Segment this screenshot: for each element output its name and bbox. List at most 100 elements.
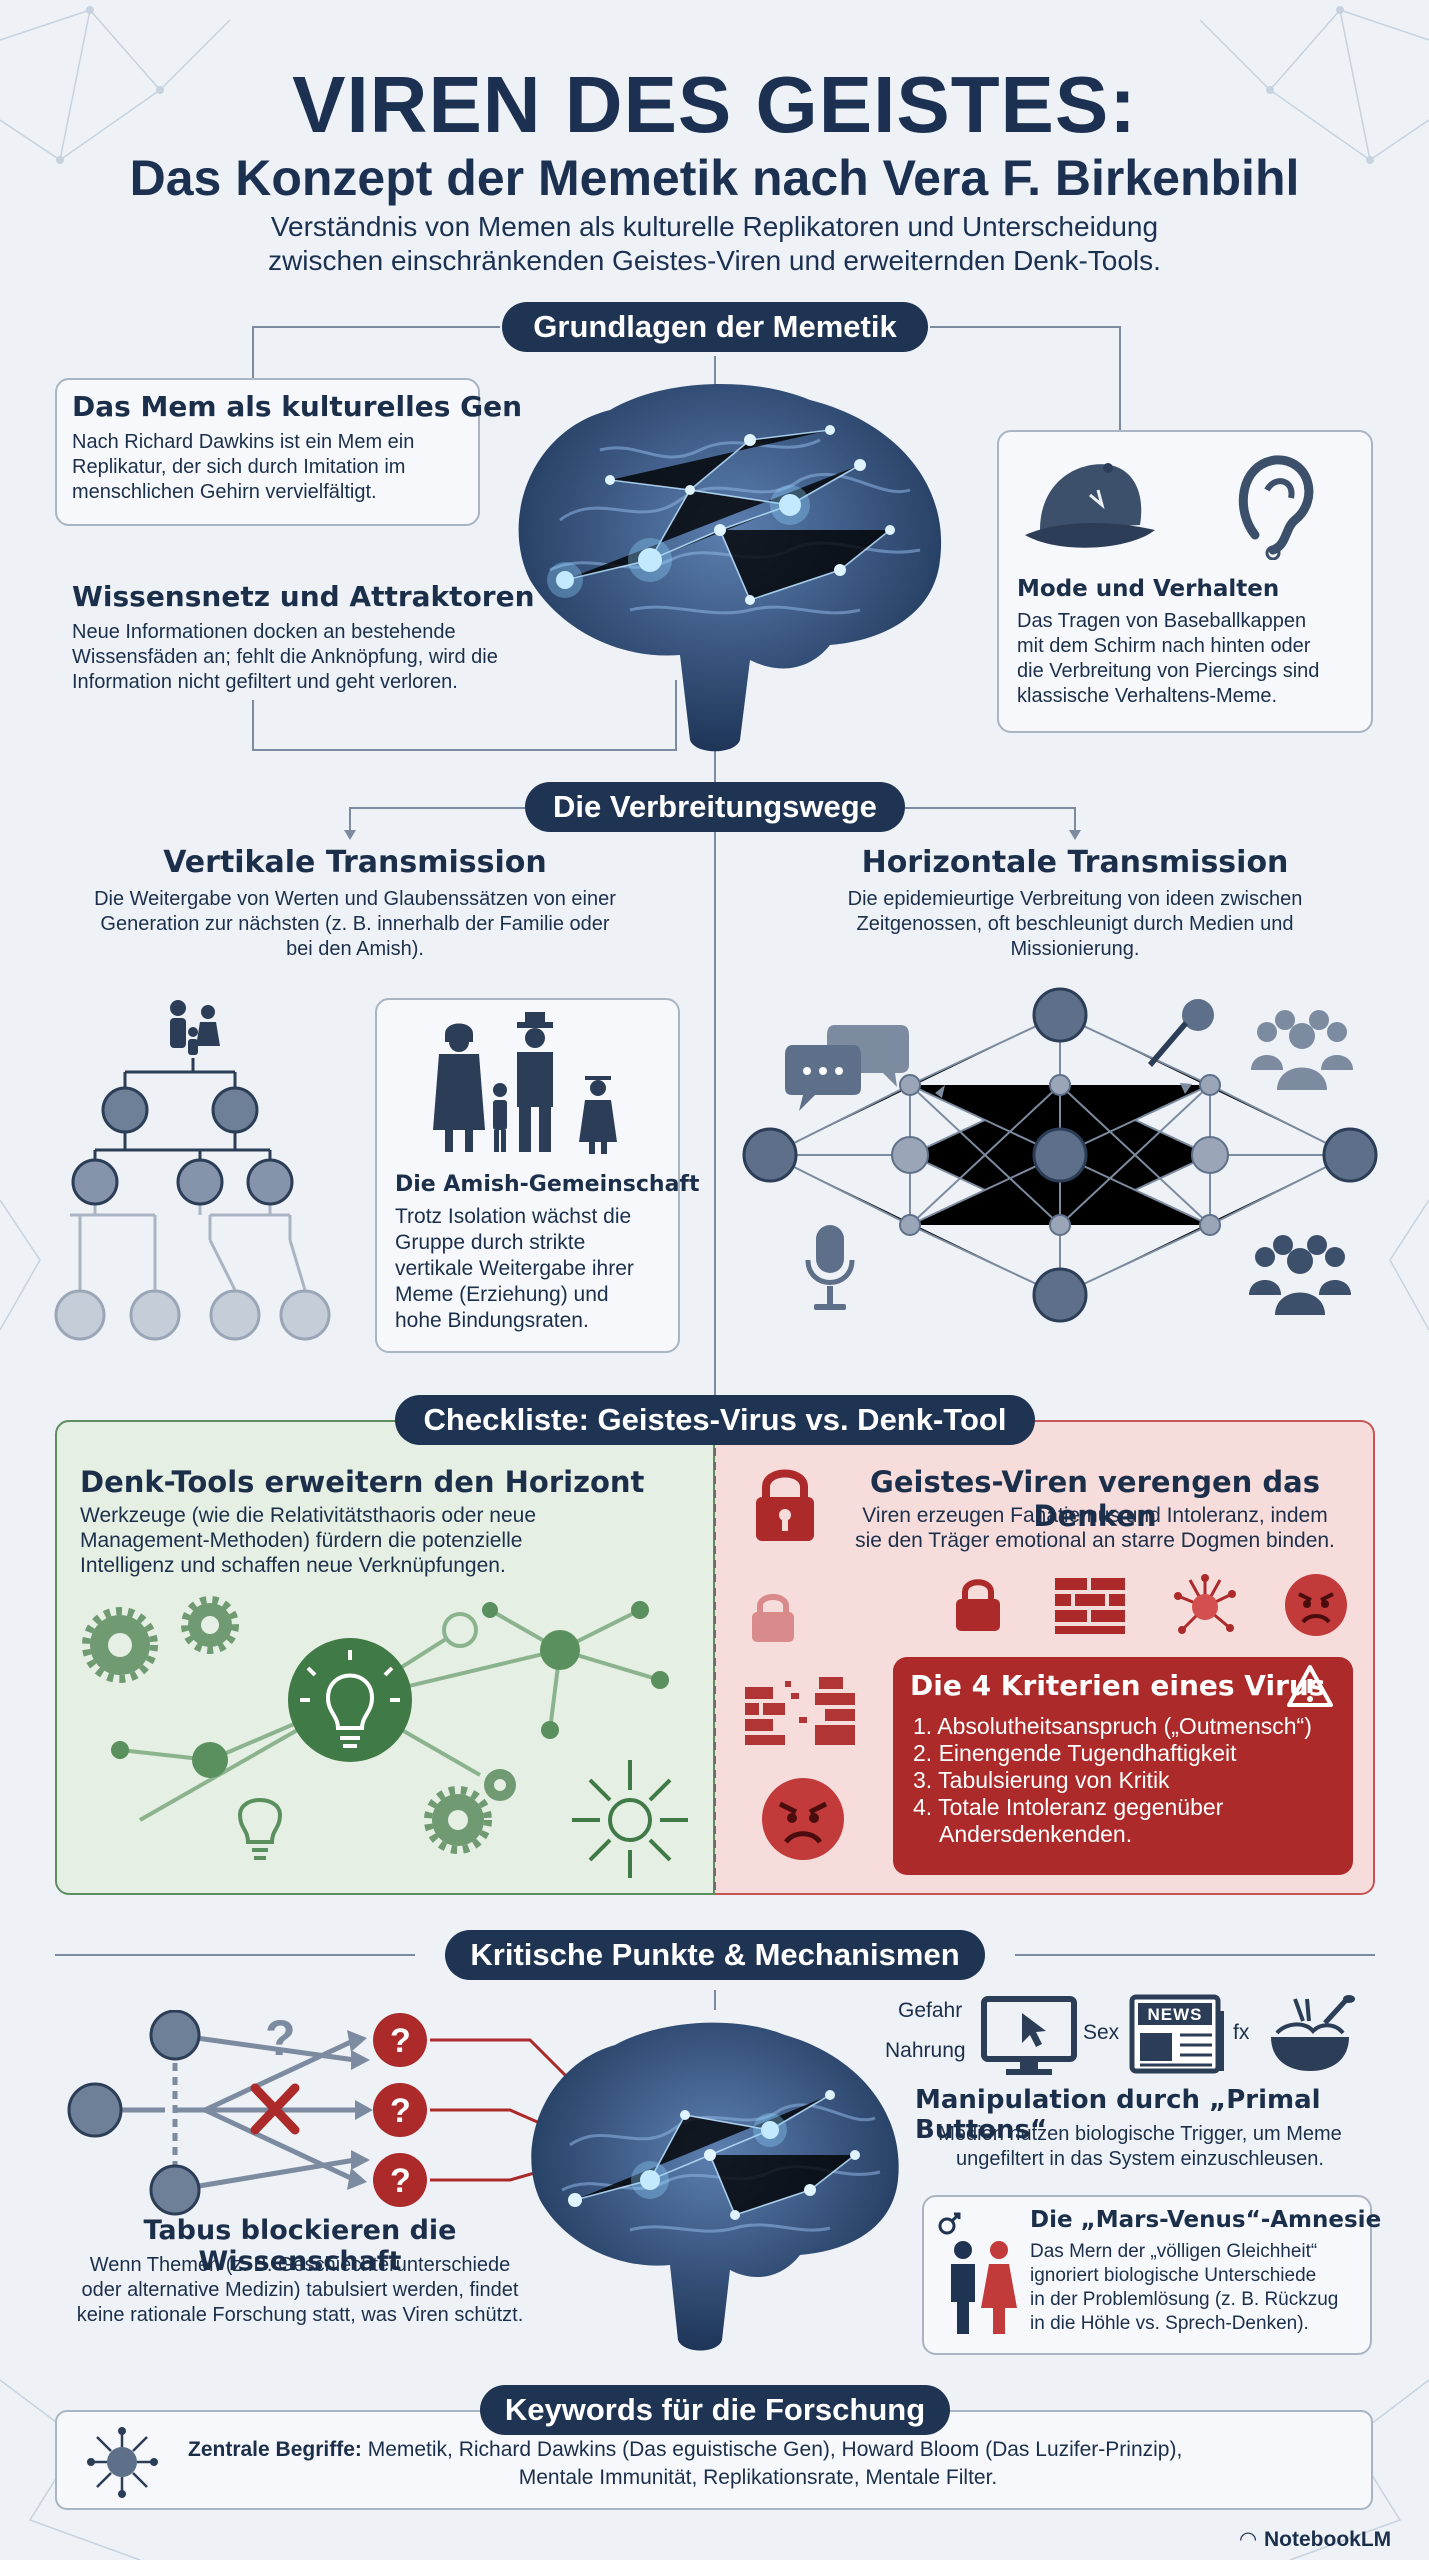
blocked-paths-diagram: ?: [67, 2010, 373, 2216]
tools-line: Intelligenz und schaffen neue Verknüpfun…: [80, 1554, 506, 1577]
network-globe-icon: [87, 2427, 158, 2498]
horizontal-line: Die epidemieurtige Verbreitung von ideen…: [847, 888, 1303, 910]
pierced-ear-icon: [1238, 455, 1314, 560]
food-bowl-icon: [1271, 1995, 1355, 2071]
audience-icon: [1249, 1235, 1351, 1315]
trigger-label-nahrung: Nahrung: [885, 2039, 966, 2062]
horizontal-network-diagram: [742, 987, 1378, 1323]
amish-line: vertikale Weitergabe ihrer: [395, 1257, 634, 1280]
criteria-item: 1. Absolutheitsanspruch („Outmensch“): [913, 1713, 1312, 1739]
mars-line: ignoriert biologische Unterschiede: [1030, 2265, 1317, 2286]
tabus-text: Wenn Themen (z. B. Geschiechterunterschi…: [30, 2253, 570, 2328]
tools-text: Werkzeuge (wie die Relativitätsthaoris o…: [80, 1503, 700, 1578]
broken-wall-icon: [745, 1677, 855, 1745]
criteria-item: 3. Tabulsierung von Kritik: [913, 1767, 1170, 1793]
vertical-line: Generation zur nächsten (z. B. innerhalb…: [100, 913, 610, 935]
keywords-prefix: Zentrale Begriffe:: [188, 2438, 362, 2461]
section-label-verbreitungswege: Die Verbreitungswege: [525, 782, 905, 832]
primal-line: Medien nutzen biologische Trigger, um Me…: [938, 2123, 1342, 2145]
trigger-label-sex: Sex: [1083, 2021, 1120, 2044]
mem-line: Replikatur, der sich durch Imitation im: [72, 456, 406, 478]
angry-face-large-icon: [762, 1778, 844, 1860]
section-label-kritische-punkte: Kritische Punkte & Mechanismen: [445, 1930, 985, 1980]
tabus-line: Wenn Themen (z. B. Geschiechterunterschi…: [89, 2254, 511, 2276]
mode-line: Das Tragen von Baseballkappen: [1017, 610, 1307, 632]
mode-line: mit dem Schirm nach hinten oder: [1017, 635, 1311, 657]
tabus-line: keine rationale Forschung statt, was Vir…: [76, 2304, 524, 2326]
vertical-title: Vertikale Transmission: [163, 845, 547, 880]
brick-wall-icon: [1055, 1578, 1125, 1634]
wissen-title: Wissensnetz und Attraktoren: [72, 580, 535, 613]
microphone-icon: [1148, 999, 1214, 1067]
monitor-cursor-icon: [981, 1996, 1077, 2075]
page-title: VIREN DES GEISTES:: [292, 60, 1137, 149]
mem-title: Das Mem als kulturelles Gen: [72, 390, 523, 423]
vertical-line: Die Weitergabe von Werten und Glaubenssä…: [94, 888, 616, 910]
viren-line: sie den Träger emotional an starre Dogme…: [855, 1529, 1335, 1552]
crowd-icon: [1251, 1010, 1353, 1090]
wissen-line: Wissensfäden an; fehlt die Anknöpfung, w…: [72, 646, 498, 668]
amish-line: Meme (Erziehung) und: [395, 1283, 609, 1306]
criteria-list: 1. Absolutheitsanspruch („Outmensch“) 2.…: [913, 1713, 1312, 1848]
keywords-text: Memetik, Richard Dawkins (Das eguistisch…: [361, 2438, 1183, 2461]
horizontal-title: Horizontale Transmission: [861, 845, 1289, 880]
warning-icon: [1287, 1665, 1333, 1707]
wissen-text: Neue Informationen docken an bestehende …: [72, 620, 572, 695]
mars-line: in der Problemlösung (z. B. Rückzug: [1030, 2289, 1339, 2310]
intro-line-2: zwischen einschränkenden Geistes-Viren u…: [268, 245, 1161, 276]
baseball-cap-icon: [1025, 463, 1155, 548]
amish-text: Trotz Isolation wächst die Gruppe durch …: [395, 1204, 675, 1334]
mars-line: Das Mern der „völligen Gleichheit“: [1030, 2241, 1318, 2262]
mem-text: Nach Richard Dawkins ist ein Mem ein Rep…: [72, 430, 472, 505]
amish-title: Die Amish-Gemeinschaft: [395, 1172, 700, 1197]
virus-icon: [1174, 1574, 1236, 1634]
criteria-box: Die 4 Kriterien eines Virus 1. Absoluthe…: [893, 1657, 1353, 1875]
mode-title: Mode und Verhalten: [1017, 576, 1280, 602]
wissen-line: Information nicht gefiltert und geht ver…: [72, 671, 458, 693]
tabus-title: Tabus blockieren die Wissenschaft: [143, 2215, 457, 2277]
notebooklm-brand: ◠ NotebookLM: [1240, 2527, 1391, 2552]
intro-line-1: Verständnis von Memen als kulturelle Rep…: [270, 211, 1159, 242]
viren-title: Geistes-Viren verengen das Denken: [870, 1465, 1320, 1533]
mars-venus-icon: [938, 2212, 1017, 2334]
question-markers: ???: [373, 2013, 620, 2207]
notebooklm-logo-icon: ◠: [1240, 2528, 1257, 2551]
mode-line: die Verbreitung von Piercings sind: [1017, 660, 1320, 682]
mem-line: menschlichen Gehirn vervielfältigt.: [72, 481, 377, 503]
trigger-label-fx: fx: [1233, 2021, 1250, 2044]
podcast-mic-icon: [805, 1225, 855, 1310]
small-padlock-icon: [752, 1594, 794, 1642]
svg-text:?: ?: [390, 2092, 411, 2130]
keywords-line-1: Zentrale Begriffe: Memetik, Richard Dawk…: [188, 2437, 1182, 2462]
viren-text: Viren erzeugen Fanatiemus und Intoleranz…: [830, 1503, 1360, 1553]
brain-illustration: [518, 383, 942, 752]
mars-line: in die Höhle vs. Sprech-Denken).: [1030, 2313, 1309, 2334]
speech-bubbles-icon: [785, 1025, 909, 1111]
tools-title: Denk-Tools erweitern den Horizont: [80, 1465, 645, 1499]
mars-text: Das Mern der „völligen Gleichheit“ ignor…: [1030, 2240, 1370, 2336]
denk-tools-illustration: [82, 1596, 688, 1878]
family-tree-diagram: [54, 1000, 331, 1341]
mode-text: Das Tragen von Baseballkappen mit dem Sc…: [1017, 609, 1367, 709]
criteria-item: Andersdenkenden.: [939, 1821, 1133, 1847]
keywords-line-2: Mentale Immunität, Replikationsrate, Men…: [518, 2466, 998, 2489]
criteria-item: 4. Totale Intoleranz gegenüber: [913, 1794, 1224, 1820]
keywords-box: [55, 2410, 1373, 2510]
section-label-checkliste: Checkliste: Geistes-Virus vs. Denk-Tool: [395, 1395, 1035, 1445]
amish-line: hohe Bindungsraten.: [395, 1309, 589, 1332]
criteria-title: Die 4 Kriterien eines Virus: [910, 1669, 1326, 1702]
primal-title: Manipulation durch „Primal Buttons“: [915, 2085, 1321, 2145]
section-label-grundlagen: Grundlagen der Memetik: [502, 302, 928, 352]
horizontal-line: Missionierung.: [1010, 938, 1140, 960]
mars-title: Die „Mars-Venus“-Amnesie: [1030, 2207, 1382, 2233]
amish-line: Trotz Isolation wächst die: [395, 1205, 632, 1228]
notebooklm-label: NotebookLM: [1264, 2528, 1392, 2551]
vertical-line: bei den Amish).: [286, 938, 424, 960]
svg-text:?: ?: [390, 2162, 411, 2200]
trigger-label-gefahr: Gefahr: [898, 1999, 963, 2022]
page-subtitle: Das Konzept der Memetik nach Vera F. Bir…: [129, 150, 1300, 206]
amish-family-icon: [433, 1012, 617, 1154]
horizontal-line: Zeitgenossen, oft beschleunigt durch Med…: [856, 913, 1294, 935]
primal-text: Medien nutzen biologische Trigger, um Me…: [905, 2122, 1375, 2172]
svg-text:?: ?: [390, 2022, 411, 2060]
